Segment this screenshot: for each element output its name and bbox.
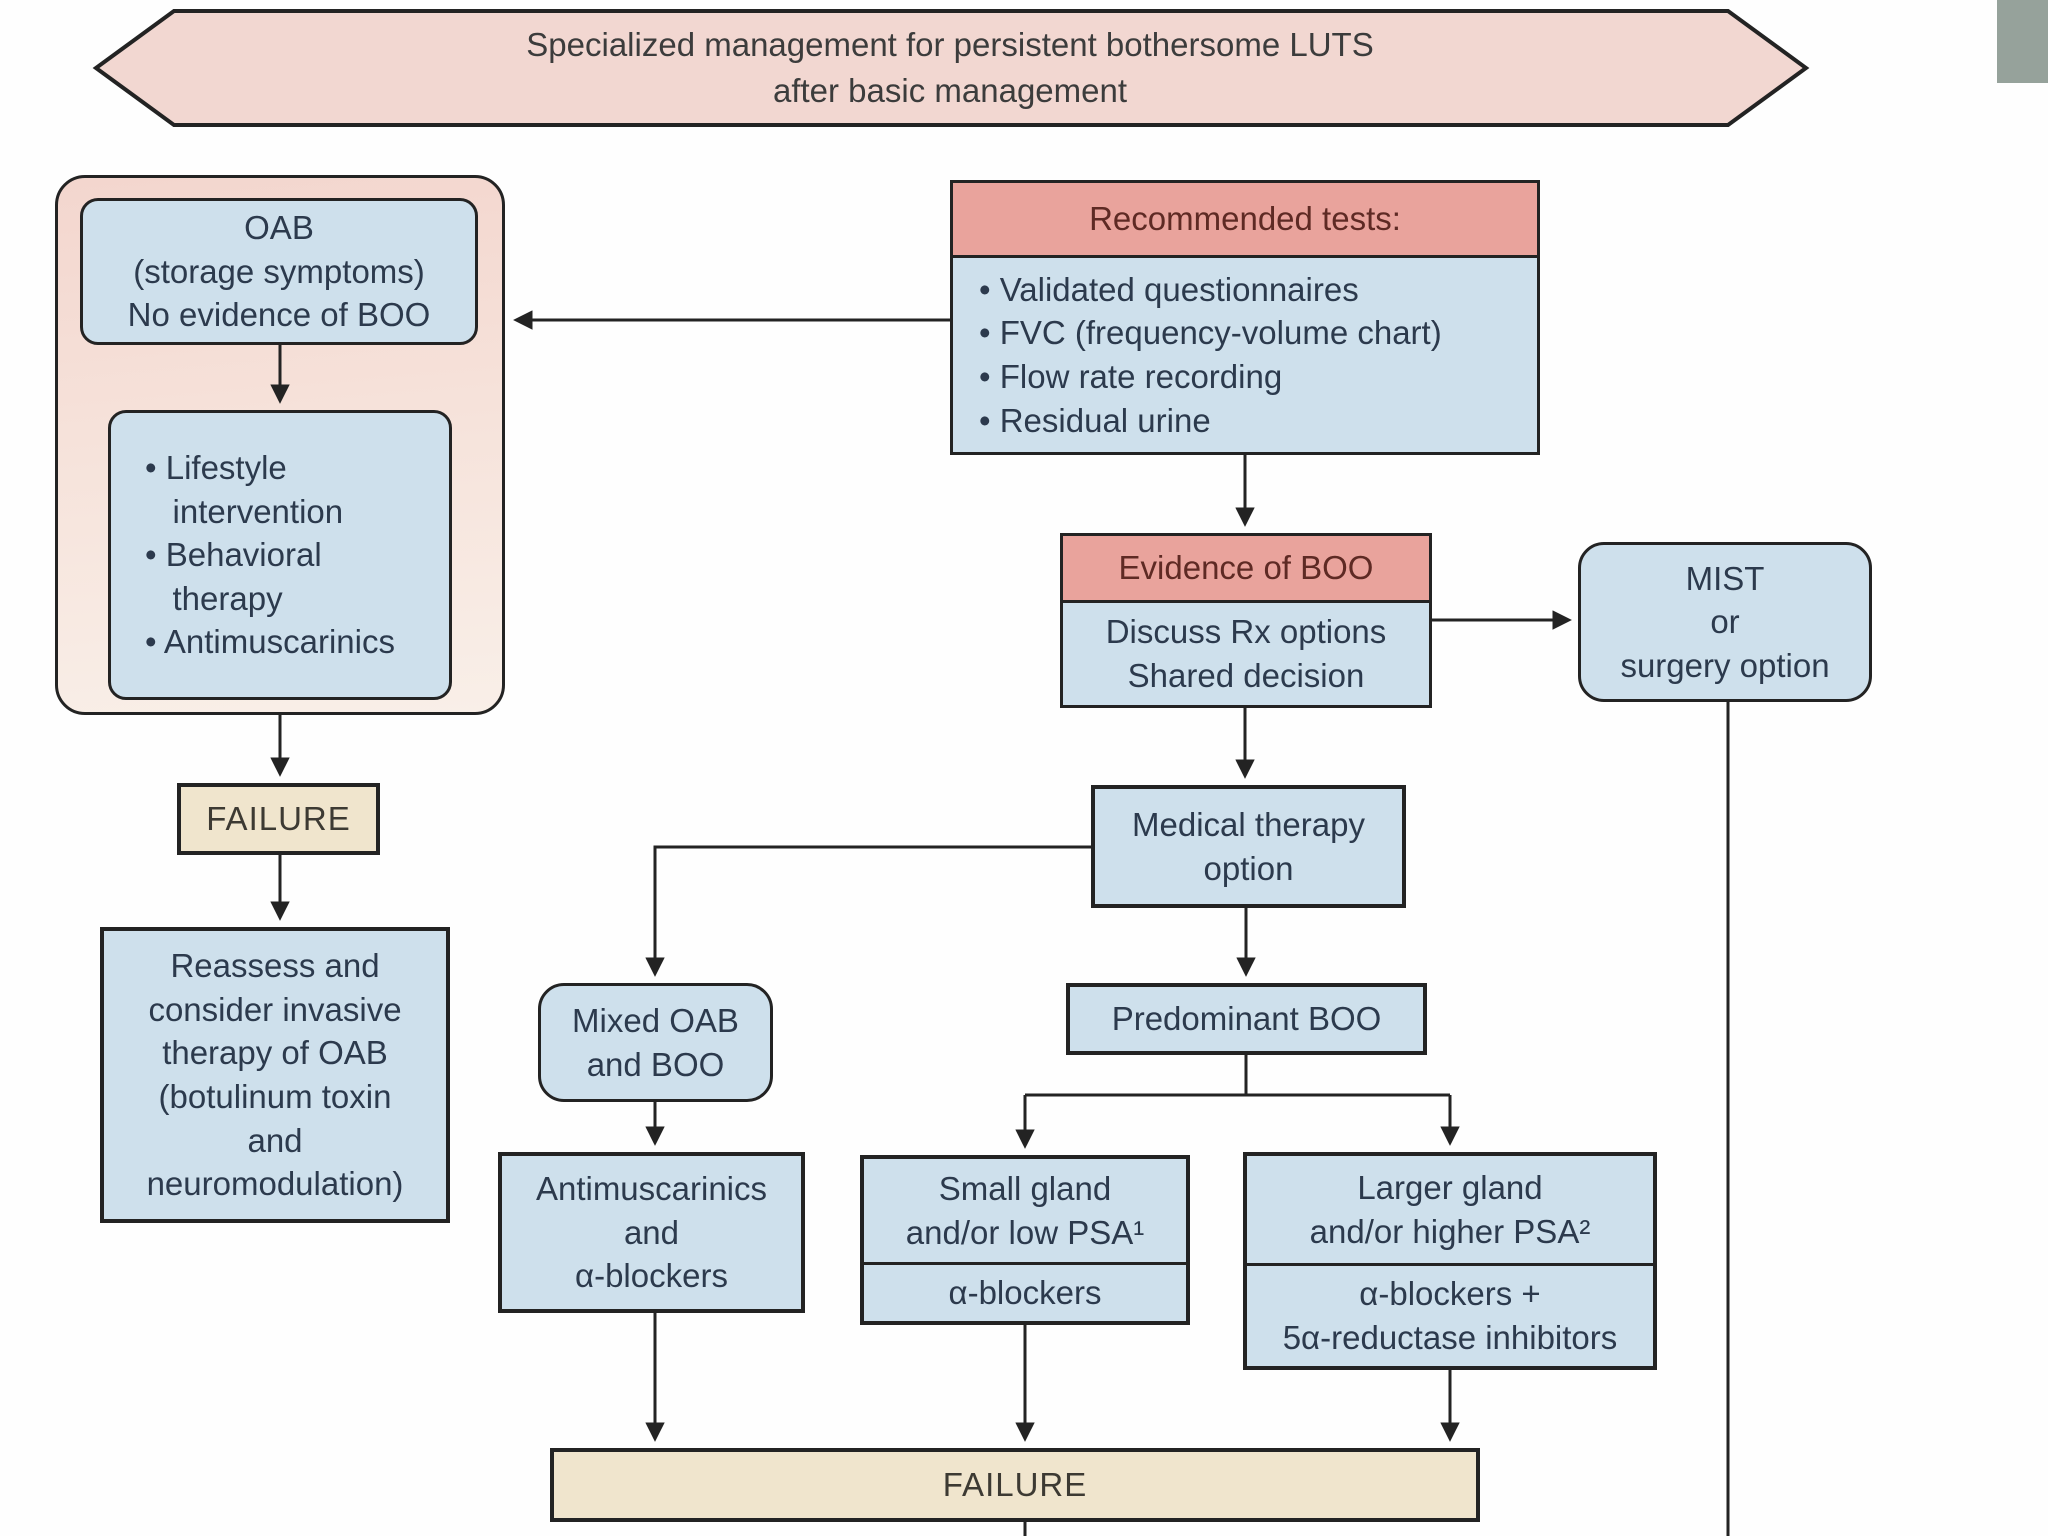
node-small-gland: Small gland and/or low PSA¹ α-blockers [860, 1155, 1190, 1325]
node-evidence-boo: Evidence of BOO Discuss Rx options Share… [1060, 533, 1432, 708]
node-antimuscarinics: Antimuscarinics and α-blockers [498, 1152, 805, 1313]
banner-title: Specialized management for persistent bo… [526, 25, 1374, 109]
larger-gland-top: Larger gland and/or higher PSA² [1309, 1168, 1591, 1250]
node-mixed-oab-boo: Mixed OAB and BOO [538, 983, 773, 1102]
connector-predominant-split [1025, 1053, 1450, 1097]
node-reassess: Reassess and consider invasive therapy o… [100, 927, 450, 1223]
node-mist: MIST or surgery option [1578, 542, 1872, 702]
banner-hexagon [92, 9, 1810, 127]
node-failure-bottom: FAILURE [550, 1448, 1480, 1522]
larger-gland-bottom: α-blockers + 5α-reductase inhibitors [1247, 1263, 1653, 1366]
evidence-boo-body: Discuss Rx options Shared decision [1063, 600, 1429, 705]
connector-medical-to-mixed [645, 845, 1091, 977]
node-oab-treatment: • Lifestyle intervention • Behavioral th… [108, 410, 452, 700]
small-gland-top: Small gland and/or low PSA¹ [905, 1169, 1145, 1251]
small-gland-bottom: α-blockers [864, 1262, 1186, 1321]
node-larger-gland: Larger gland and/or higher PSA² α-blocke… [1243, 1152, 1657, 1370]
node-recommended-tests: Recommended tests: • Validated questionn… [950, 180, 1540, 455]
node-predominant-boo: Predominant BOO [1066, 983, 1427, 1055]
recommended-tests-body: • Validated questionnaires • FVC (freque… [953, 255, 1537, 452]
banner-hexagon-shape [92, 9, 1810, 127]
node-failure-left: FAILURE [177, 783, 380, 855]
node-medical-therapy: Medical therapy option [1091, 785, 1406, 908]
node-oab: OAB (storage symptoms) No evidence of BO… [80, 198, 478, 345]
recommended-tests-header: Recommended tests: [953, 183, 1537, 255]
evidence-boo-header: Evidence of BOO [1063, 536, 1429, 600]
page-corner-block [1997, 0, 2048, 83]
